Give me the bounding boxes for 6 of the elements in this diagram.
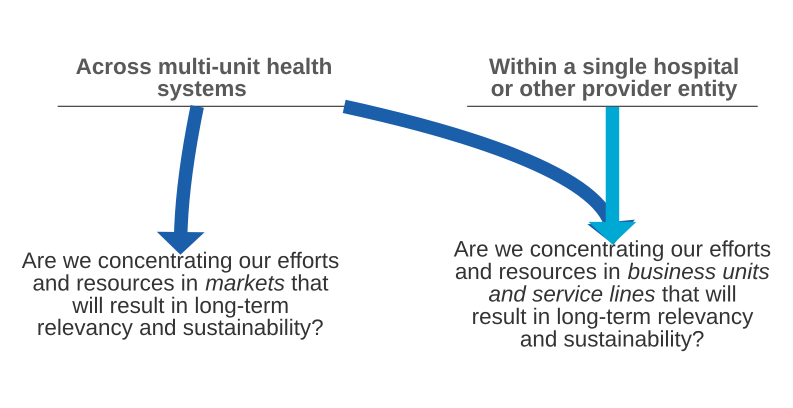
node-text: Are we concentrating our efforts and resources in business units and service lines that will result in long-term relevancy and sustainability? bbox=[454, 236, 772, 351]
node-text: Are we concentrating our efforts and resources in markets that will result in long-term relevancy and sustainability? bbox=[22, 247, 340, 340]
arrow bbox=[156, 104, 205, 254]
node-text: Across multi-unit health systems bbox=[76, 53, 332, 101]
node-text: Within a single hospital or other provider entity bbox=[489, 53, 740, 101]
arrow bbox=[588, 106, 636, 244]
